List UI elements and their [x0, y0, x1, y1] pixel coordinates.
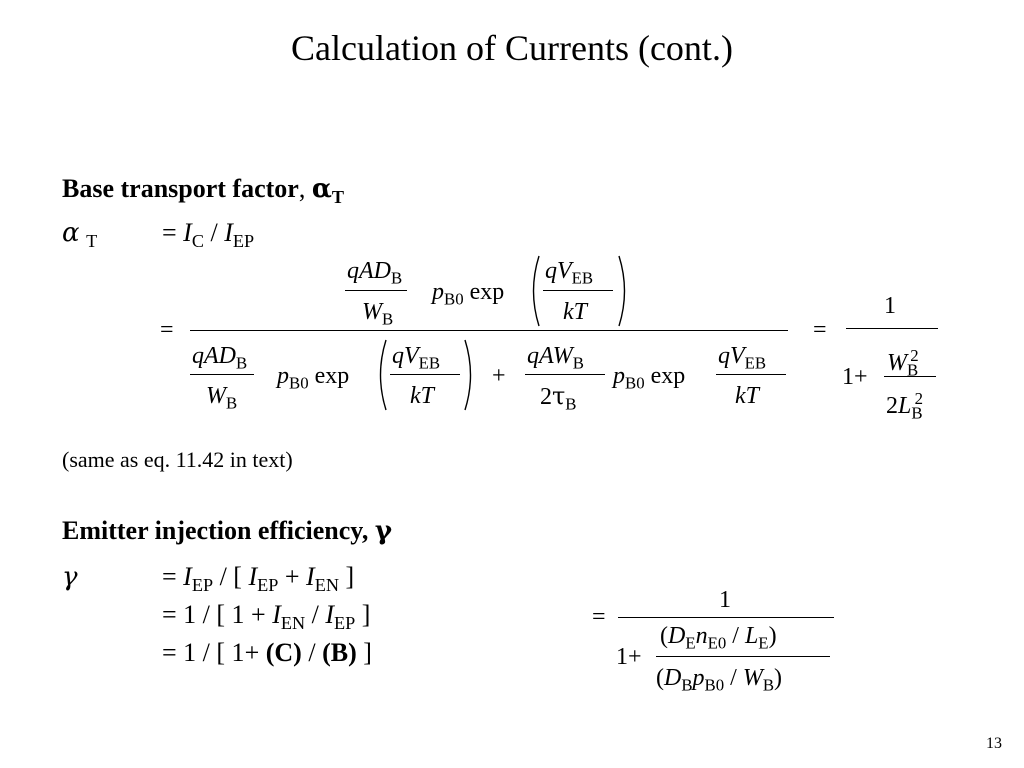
emitter-injection-heading: Emitter injection efficiency, γ [62, 516, 393, 546]
main-fraction-bar [190, 330, 788, 331]
heading-text: Base transport factor [62, 174, 299, 203]
gamma-eq-line-3: = 1 / [ 1+ (C) / (B) ] [162, 638, 372, 667]
page-number: 13 [986, 735, 1002, 752]
slide-title: Calculation of Currents (cont.) [291, 28, 733, 68]
alpha-symbol: α [311, 174, 332, 204]
gamma-eq-line-2: = 1 / [ 1 + IEN / IEP ] [162, 600, 371, 633]
base-transport-heading: Base transport factor, αT [62, 174, 344, 207]
alpha-t-definition: = IC / IEP [162, 218, 255, 251]
left-paren-icon [532, 255, 540, 327]
gamma-label: γ [62, 562, 78, 592]
num-qad: qADB [347, 258, 403, 288]
right-paren-icon [618, 255, 626, 327]
equation-note: (same as eq. 11.42 in text) [62, 447, 293, 472]
gamma-eq-line-1: = IEP / [ IEP + IEN ] [162, 562, 355, 595]
gamma-symbol: γ [374, 516, 393, 546]
alpha-t-label: α T [62, 218, 98, 251]
